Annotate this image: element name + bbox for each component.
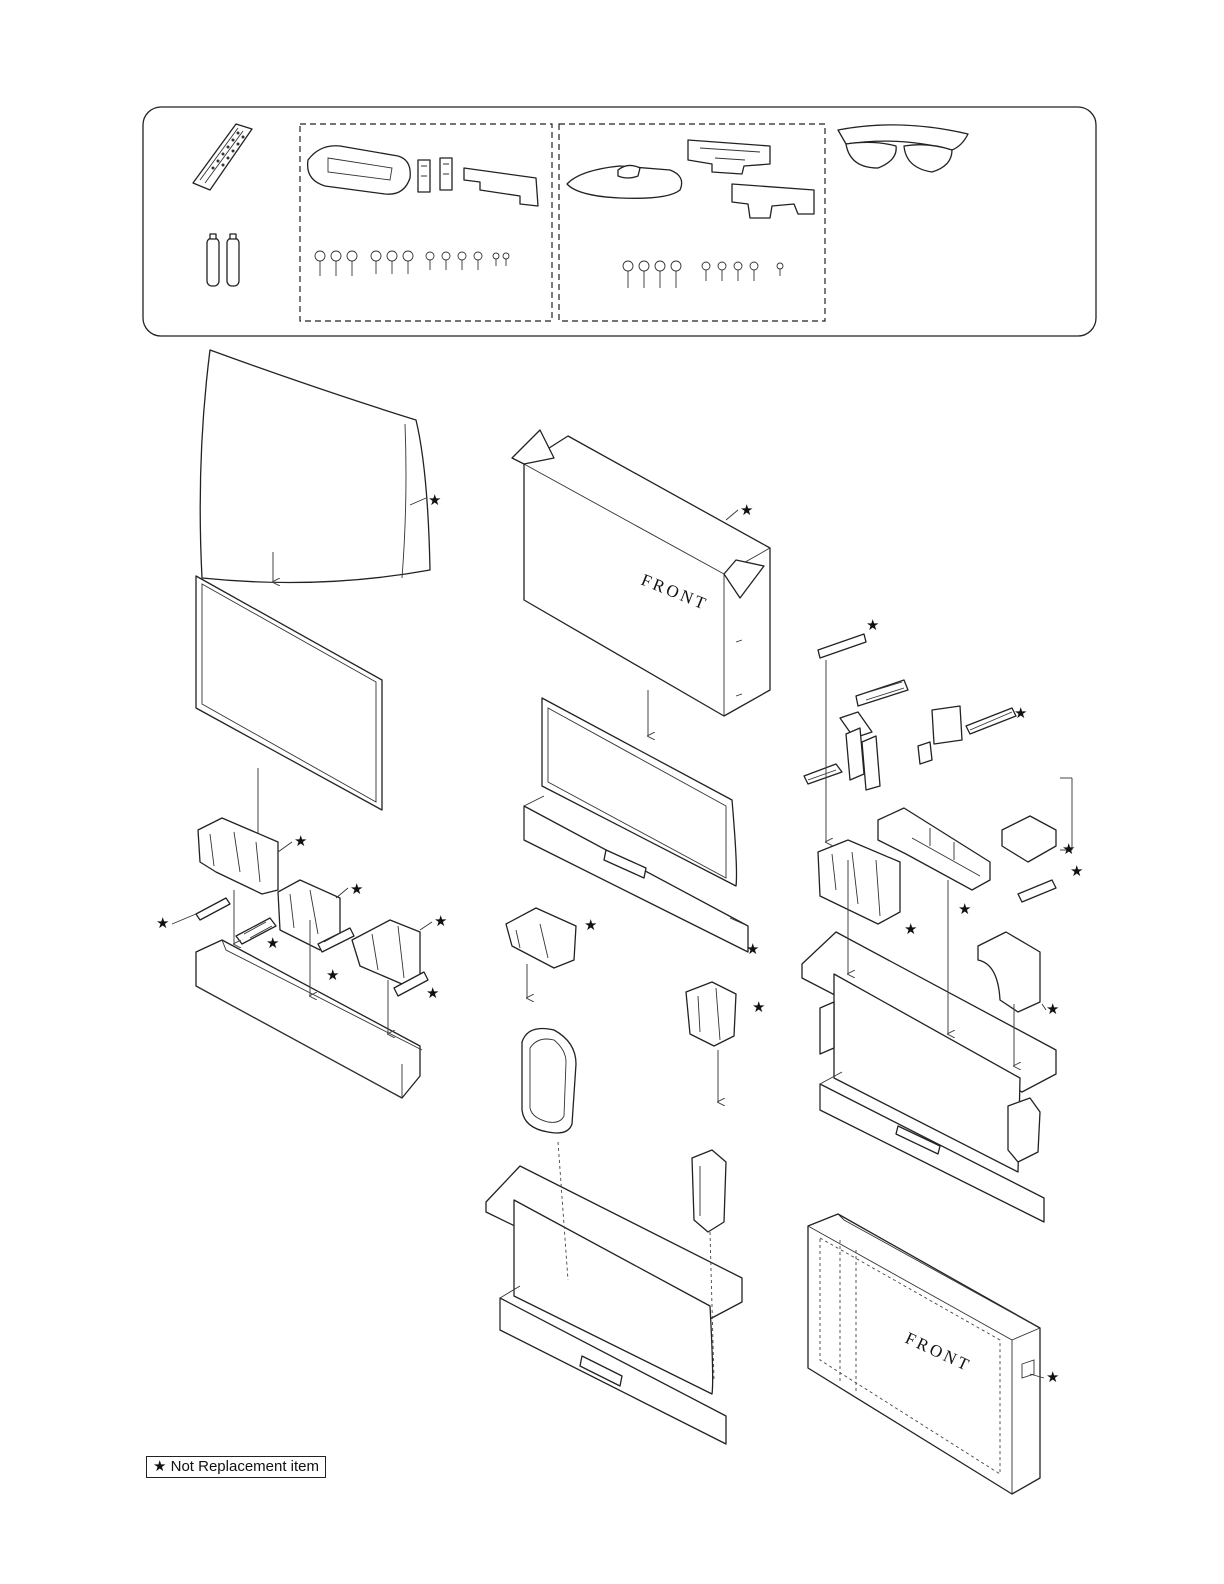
star-marker-1: ★: [428, 491, 441, 509]
star-marker-8: ★: [326, 966, 339, 984]
spacer-strip-1: [196, 898, 230, 920]
stand-neck-plate-icon: [464, 168, 538, 206]
corner-pad-right: [352, 920, 420, 984]
packed-carton: FRONT: [808, 1214, 1040, 1494]
corner-pad-middle: [506, 908, 576, 968]
star-marker-4: ★: [350, 880, 363, 898]
strip-right: [1018, 880, 1056, 902]
side-pad: [692, 1150, 726, 1232]
dust-cover-bag: [200, 350, 430, 583]
legend-not-replacement: ★ Not Replacement item: [146, 1456, 326, 1478]
stand-frame-icon: [688, 140, 770, 174]
star-marker-14: ★: [1014, 704, 1027, 722]
star-marker-20: ★: [1046, 1368, 1059, 1386]
corner-pad-upper-right: [686, 982, 736, 1046]
star-marker-13: ★: [866, 616, 879, 634]
star-marker-6: ★: [156, 914, 169, 932]
3d-glasses-icon: [838, 125, 968, 172]
outer-carton: FRONT: [512, 430, 770, 716]
remote-control-icon: [193, 124, 252, 190]
star-marker-2: ★: [740, 501, 753, 519]
tv-panel: [196, 576, 382, 810]
star-marker-5: ★: [434, 912, 447, 930]
stand-neck-icon: [732, 184, 814, 218]
parts-small: [804, 634, 1016, 790]
corner-pad-left-top: [198, 818, 278, 894]
star-marker-17: ★: [958, 900, 971, 918]
stand-base-icon-2: [567, 165, 682, 198]
screw-set-icon-2: [623, 261, 783, 288]
stand-base-icon: [308, 146, 411, 194]
corner-pad-right-upper: [818, 840, 900, 924]
battery-icon: [207, 234, 239, 286]
star-marker-18: ★: [904, 920, 917, 938]
star-marker-15: ★: [1062, 840, 1075, 858]
star-marker-9: ★: [426, 984, 439, 1002]
star-marker-16: ★: [1070, 862, 1083, 880]
star-marker-10: ★: [584, 916, 597, 934]
star-marker-12: ★: [752, 998, 765, 1016]
star-marker-11: ★: [746, 940, 759, 958]
foam-pad: [1002, 816, 1056, 862]
frame-cushion: [522, 1029, 576, 1134]
corner-pad-right-low: [978, 932, 1040, 1012]
star-marker-3: ★: [294, 832, 307, 850]
star-marker-19: ★: [1046, 1000, 1059, 1018]
screw-set-icon: [315, 251, 509, 276]
stand-bracket-icon: [418, 158, 452, 192]
star-marker-7: ★: [266, 934, 279, 952]
tv-in-tray: [524, 698, 748, 952]
